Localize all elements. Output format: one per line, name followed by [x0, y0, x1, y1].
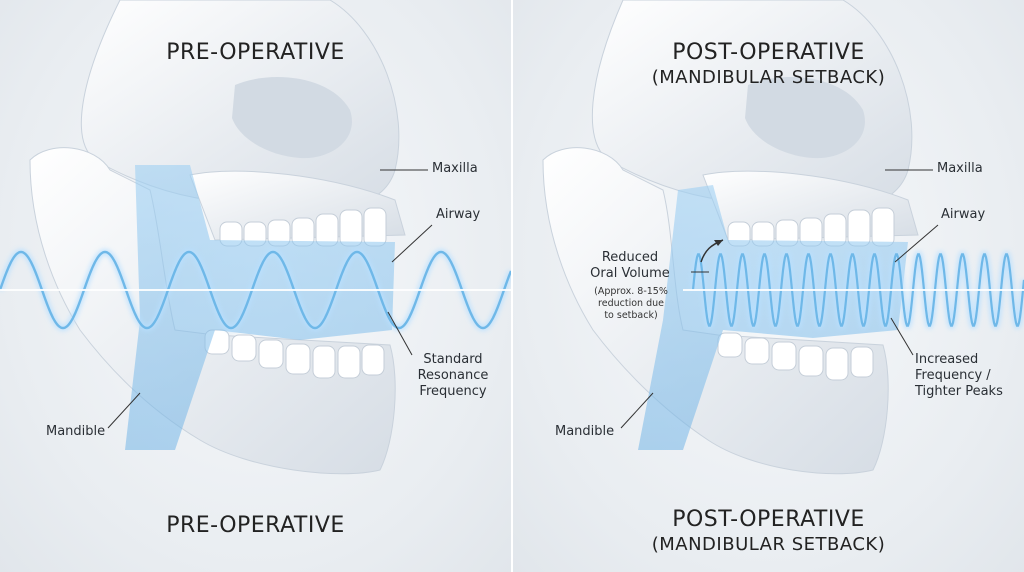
post-title-bottom-main: POST-OPERATIVE: [672, 507, 865, 532]
post-title-bottom-sub: (MANDIBULAR SETBACK): [651, 534, 886, 555]
resonance-wave: [0, 250, 511, 330]
maxilla-label: Maxilla: [937, 161, 983, 176]
pre-skull-illustration: [0, 0, 511, 475]
pre-title-bottom: PRE-OPERATIVE: [166, 513, 345, 538]
airway-volume: [125, 165, 395, 450]
mandible-label: Mandible: [555, 424, 615, 439]
pre-title-top: PRE-OPERATIVE: [166, 40, 345, 65]
reduction-note-line2: reduction due: [598, 298, 664, 309]
reduced-volume-line2: Oral Volume: [590, 266, 670, 281]
panel-divider: [511, 0, 513, 572]
post-title-top: POST-OPERATIVE (MANDIBULAR SETBACK): [513, 40, 1024, 88]
airway-label: Airway: [436, 207, 481, 222]
frequency-label: Increased Frequency / Tighter Peaks: [915, 352, 1003, 400]
resonance-label-line2: Resonance: [417, 368, 489, 383]
lower-teeth: [717, 332, 874, 381]
post-leader-lines: [620, 169, 939, 429]
eye-socket: [745, 77, 865, 159]
post-skull-illustration: [542, 0, 1024, 475]
upper-teeth: [219, 207, 387, 247]
frequency-wave: [691, 253, 1024, 327]
airway-label: Airway: [941, 207, 986, 222]
maxilla-label: Maxilla: [432, 161, 478, 176]
resonance-label: Standard Resonance Frequency: [408, 352, 498, 400]
post-title-top-sub: (MANDIBULAR SETBACK): [651, 67, 886, 88]
pre-operative-panel: PRE-OPERATIVE Maxilla Airway Standard Re…: [0, 0, 511, 572]
upper-teeth: [727, 207, 895, 247]
reduction-note: (Approx. 8-15% reduction due to setback): [581, 286, 681, 322]
reduced-volume-label: Reduced Oral Volume: [575, 250, 685, 282]
eye-socket: [232, 77, 352, 159]
frequency-label-line1: Increased: [915, 352, 979, 367]
mandible-bone: [542, 147, 889, 475]
reduced-volume-line1: Reduced: [601, 250, 659, 265]
frequency-label-line2: Frequency /: [915, 368, 991, 383]
post-title-top-main: POST-OPERATIVE: [672, 40, 865, 65]
reduction-note-line3: to setback): [604, 310, 658, 321]
post-title-bottom: POST-OPERATIVE (MANDIBULAR SETBACK): [513, 507, 1024, 555]
resonance-label-line1: Standard: [423, 352, 483, 367]
resonance-label-line3: Frequency: [419, 384, 487, 399]
volume-arrow-head: [714, 240, 723, 246]
reduction-note-line1: (Approx. 8-15%: [594, 286, 668, 297]
mandible-label: Mandible: [46, 424, 106, 439]
frequency-label-line3: Tighter Peaks: [915, 384, 1003, 399]
post-operative-panel: POST-OPERATIVE (MANDIBULAR SETBACK) Maxi…: [513, 0, 1024, 572]
pre-leader-lines: [107, 169, 433, 429]
